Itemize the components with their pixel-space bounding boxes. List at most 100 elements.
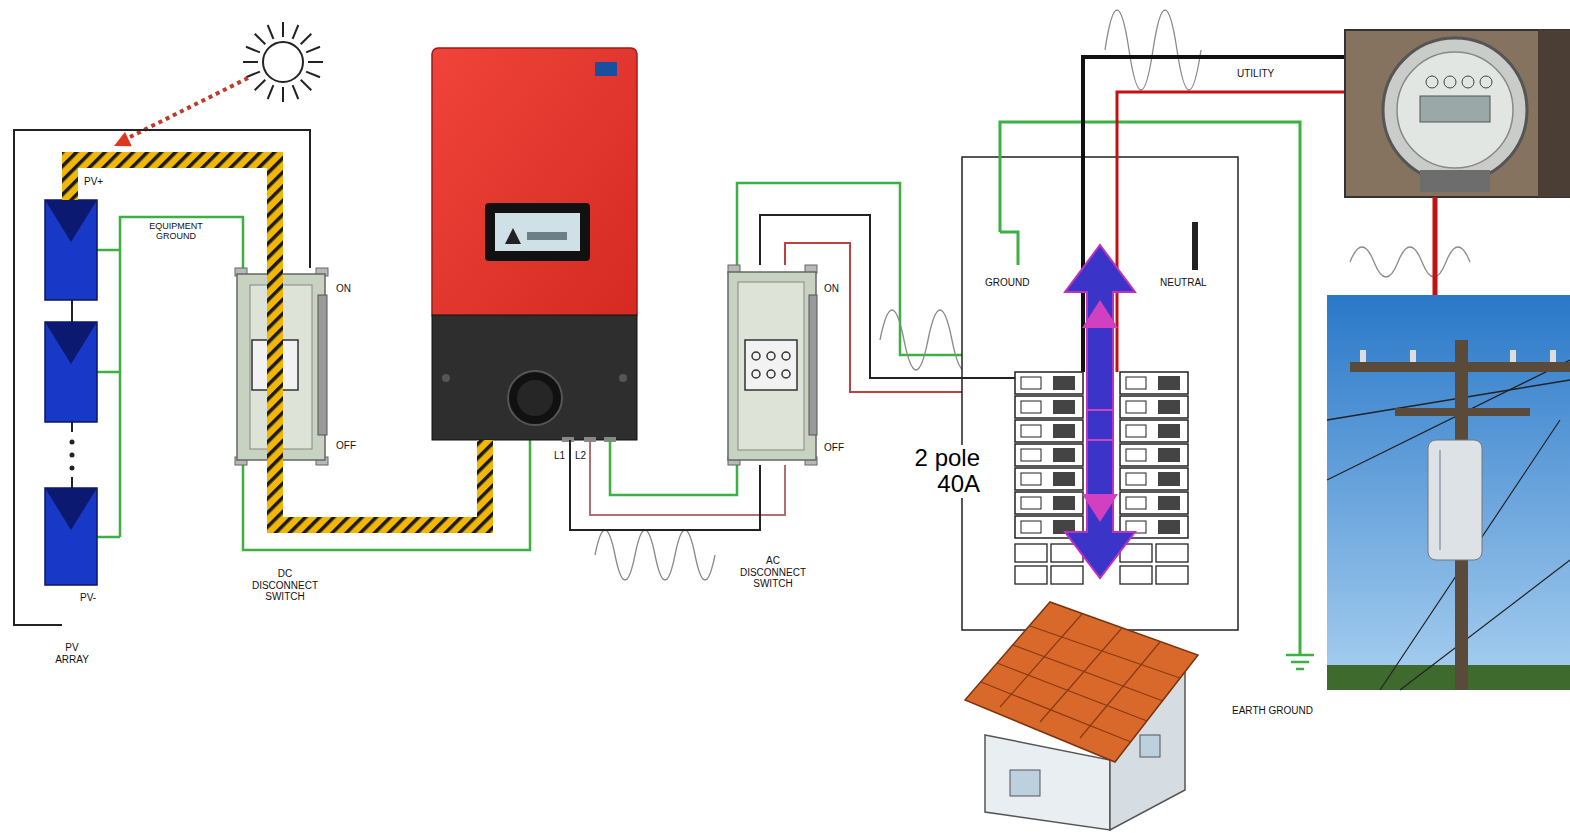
inverter-body — [619, 374, 627, 382]
wire-label: UTILITY — [1237, 68, 1274, 80]
meter-photo — [1444, 76, 1456, 88]
equipment-ground-wire — [97, 249, 120, 252]
ellipsis-dots — [70, 440, 75, 445]
ac-waveform — [1105, 10, 1201, 90]
ac-switch-housing — [728, 265, 817, 465]
inverter-body — [432, 315, 637, 440]
breaker — [1015, 396, 1083, 418]
ac-switch-housing — [782, 352, 790, 360]
house-illustration — [1030, 626, 1180, 678]
sun-icon — [243, 22, 323, 102]
inverter-body — [495, 213, 580, 251]
terminal-label: PV- — [80, 592, 96, 604]
ground-label: EARTH GROUND — [1232, 705, 1313, 717]
meter-photo — [1462, 76, 1474, 88]
dc-positive-wire — [70, 160, 205, 200]
breaker — [1015, 420, 1083, 442]
ground-bar — [1000, 122, 1300, 655]
switch-state-label: OFF — [824, 442, 844, 454]
breaker — [1015, 372, 1083, 394]
house-illustration — [997, 663, 1147, 721]
house-illustration — [1010, 770, 1040, 796]
ac-switch-housing — [809, 295, 817, 435]
meter-photo — [1538, 30, 1570, 197]
breaker — [1015, 444, 1083, 466]
meter-photo — [1345, 30, 1570, 197]
utility-pole-photo — [1400, 560, 1570, 690]
switch-state-label: ON — [336, 283, 351, 295]
sun-icon — [293, 85, 299, 99]
sunlight-arrow — [114, 78, 248, 146]
panel-enclosure — [962, 157, 1238, 630]
ac-wires — [590, 183, 1015, 515]
ellipsis-dots — [70, 453, 75, 458]
ac-wire — [760, 215, 962, 378]
solar-panel — [45, 322, 97, 422]
ac-switch-housing — [767, 352, 775, 360]
dc-disconnect-switch: ONOFFDC DISCONNECT SWITCH — [232, 268, 330, 465]
sun-icon — [301, 34, 312, 45]
utility-pole-photo — [1428, 440, 1482, 560]
ellipsis-dots — [70, 466, 75, 471]
wire-label: EQUIPMENT GROUND — [145, 221, 207, 242]
inverter-body — [432, 48, 637, 320]
utility-pole-photo — [1360, 350, 1366, 362]
equipment-ground-wire — [120, 217, 243, 537]
breaker — [1015, 566, 1083, 584]
sun-icon — [282, 22, 284, 37]
sun-icon — [268, 25, 274, 39]
string-wire — [71, 477, 73, 488]
ground-bar — [1000, 232, 1018, 265]
breaker — [1015, 468, 1083, 490]
dc-switch-housing — [235, 268, 328, 465]
sun-icon — [308, 61, 323, 63]
sunlight-arrow — [114, 132, 132, 146]
earth-ground-symbol — [1286, 655, 1314, 669]
ac-wires — [610, 440, 737, 495]
solar-panel — [45, 200, 97, 300]
switch-state-label: ON — [824, 283, 839, 295]
utility-wire — [1083, 57, 1345, 372]
breaker — [1120, 566, 1188, 584]
ground-bar — [1000, 122, 1300, 655]
ac-switch-housing — [752, 370, 760, 378]
breaker — [1015, 544, 1083, 562]
inverter-body — [517, 380, 553, 416]
string-wire — [71, 422, 73, 432]
meter-photo — [1345, 30, 1570, 197]
house-illustration — [1080, 642, 1160, 738]
terminal-label: PV+ — [84, 176, 103, 188]
ac-line-wire — [962, 377, 1015, 379]
equipment-ground-wire — [97, 536, 120, 539]
bus-label: NEUTRAL — [1160, 277, 1207, 289]
ac-switch-housing — [767, 370, 775, 378]
sun-icon — [306, 72, 320, 78]
breaker — [1015, 492, 1083, 514]
sun-icon — [255, 34, 266, 45]
utility-pole-photo — [1350, 362, 1570, 372]
power-flow-arrow — [1082, 494, 1118, 522]
house-illustration — [1140, 735, 1160, 757]
inverter-body — [442, 374, 450, 382]
inverter-body — [432, 48, 637, 442]
meter-photo — [1397, 52, 1513, 168]
ac-switch-housing — [728, 272, 816, 460]
inverter-body — [595, 62, 617, 76]
breaker — [1120, 544, 1188, 562]
terminal-label: L2 — [575, 450, 586, 462]
sun-icon — [243, 61, 258, 63]
sun-icon — [263, 42, 303, 82]
solar-panel — [45, 322, 97, 364]
sun-icon — [282, 87, 284, 102]
utility-pole-photo — [1327, 295, 1570, 690]
utility-pole-photo — [1510, 350, 1516, 362]
dc-switch-housing — [318, 295, 327, 435]
inverter-body — [505, 228, 521, 244]
sun-icon — [301, 80, 312, 91]
house-illustration — [965, 602, 1198, 762]
utility-pole-photo — [1410, 350, 1416, 362]
breaker — [1120, 396, 1188, 418]
solar-panel — [45, 200, 97, 242]
breaker — [1120, 468, 1188, 490]
